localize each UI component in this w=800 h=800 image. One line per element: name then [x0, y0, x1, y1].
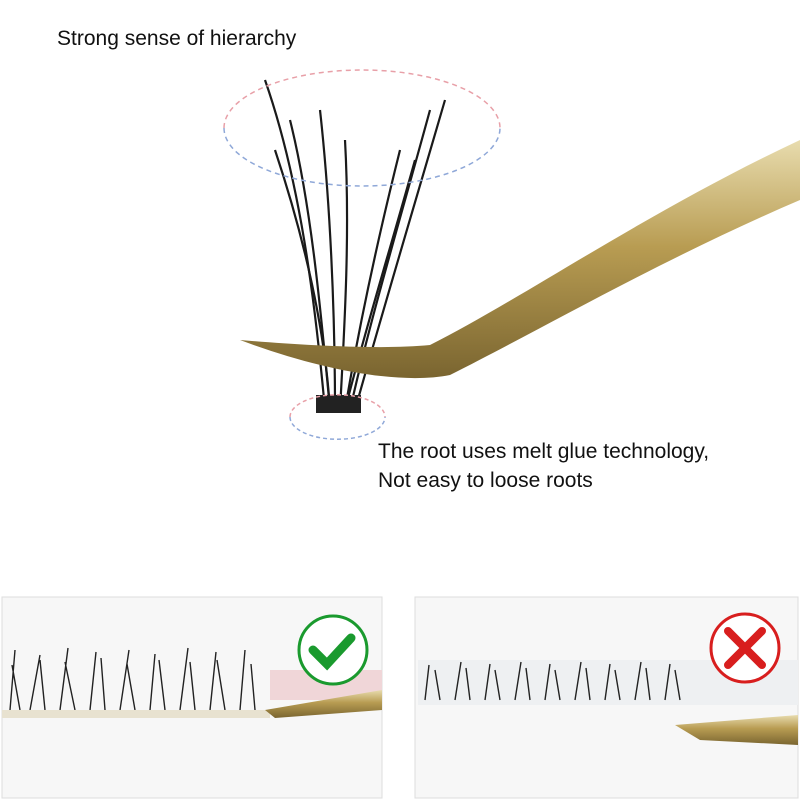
lash-cluster — [263, 79, 447, 413]
caption-root-line1: The root uses melt glue technology, — [378, 440, 710, 463]
highlight-ellipse-root — [289, 394, 386, 440]
caption-root-line2: Not easy to loose roots — [378, 469, 593, 492]
highlight-ellipse-top — [223, 69, 501, 187]
panel-correct — [1, 596, 383, 799]
caption-hierarchy: Strong sense of hierarchy — [57, 27, 297, 50]
panel-incorrect — [414, 596, 799, 799]
check-icon — [308, 633, 356, 671]
caption-root: The root uses melt glue technology, Not … — [378, 437, 709, 495]
tweezer — [240, 140, 800, 379]
cross-icon — [724, 627, 766, 669]
